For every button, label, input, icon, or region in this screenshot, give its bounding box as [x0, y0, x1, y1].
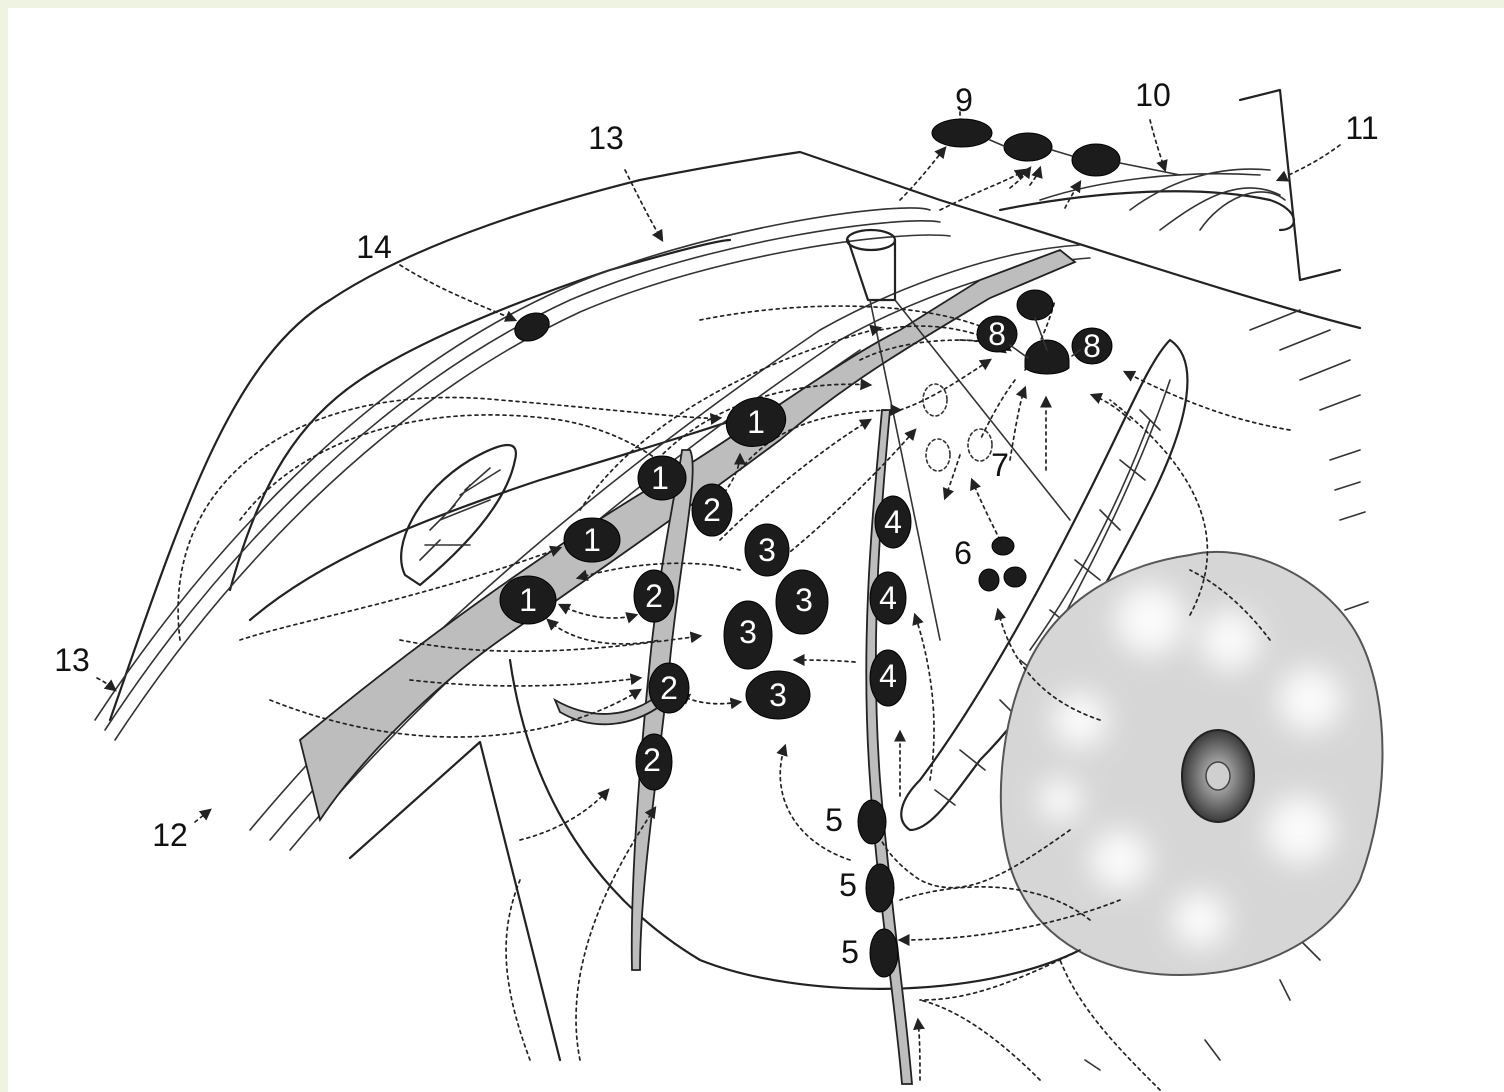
label-13-left: 13: [54, 642, 90, 678]
label-pointers: [400, 112, 1340, 320]
label-10: 10: [1135, 77, 1171, 113]
node-14: [510, 308, 554, 347]
supraclavicular-bundle: [1040, 169, 1285, 230]
label-11: 11: [1345, 110, 1378, 146]
small-muscle: [401, 445, 516, 585]
node-8a-label: 8: [988, 316, 1006, 352]
node-6a: [992, 537, 1014, 555]
node-2a-label: 2: [703, 492, 721, 528]
node-1b-label: 1: [651, 460, 669, 496]
node-5c: [870, 929, 898, 977]
node-1a-label: 1: [747, 404, 765, 440]
node-3a-label: 3: [758, 532, 776, 568]
node-9a: [932, 119, 992, 147]
node-1c-label: 1: [583, 522, 601, 558]
node-6b: [979, 569, 999, 591]
label-5b: 5: [839, 867, 857, 903]
node-1d-label: 1: [519, 582, 537, 618]
label-6: 6: [954, 535, 972, 571]
node-3b-label: 3: [795, 582, 813, 618]
node-8-top: [1017, 290, 1053, 320]
label-5c: 5: [841, 934, 859, 970]
node-6c: [1004, 567, 1026, 587]
label-7: 7: [991, 447, 1009, 483]
breast-tissue: [1001, 552, 1383, 975]
diagram-paper: 1 1 1 1 2 2 2 2 3 3 3 3 4 4 4: [8, 8, 1504, 1092]
node-3d-label: 3: [769, 677, 787, 713]
label-14: 14: [356, 229, 392, 265]
label-13-top: 13: [588, 120, 624, 156]
node-2c-label: 2: [660, 670, 678, 706]
node-8-center: [1025, 340, 1069, 374]
node-5a: [858, 800, 886, 844]
node-2b-label: 2: [645, 578, 663, 614]
node-8b-label: 8: [1083, 328, 1101, 364]
node-4a-label: 4: [884, 504, 902, 540]
node-4b-label: 4: [879, 580, 897, 616]
open-nodes-group-7: [923, 384, 992, 471]
label-12: 12: [152, 817, 188, 853]
lymph-node-diagram: 1 1 1 1 2 2 2 2 3 3 3 3 4 4 4: [8, 8, 1504, 1092]
label-9: 9: [955, 82, 973, 118]
node-3c-label: 3: [739, 614, 757, 650]
node-9b: [1004, 133, 1052, 161]
node-5b: [866, 864, 894, 912]
label-5a: 5: [825, 802, 843, 838]
node-9c: [1072, 144, 1120, 176]
node-2d-label: 2: [643, 742, 661, 778]
node-4c-label: 4: [879, 658, 897, 694]
